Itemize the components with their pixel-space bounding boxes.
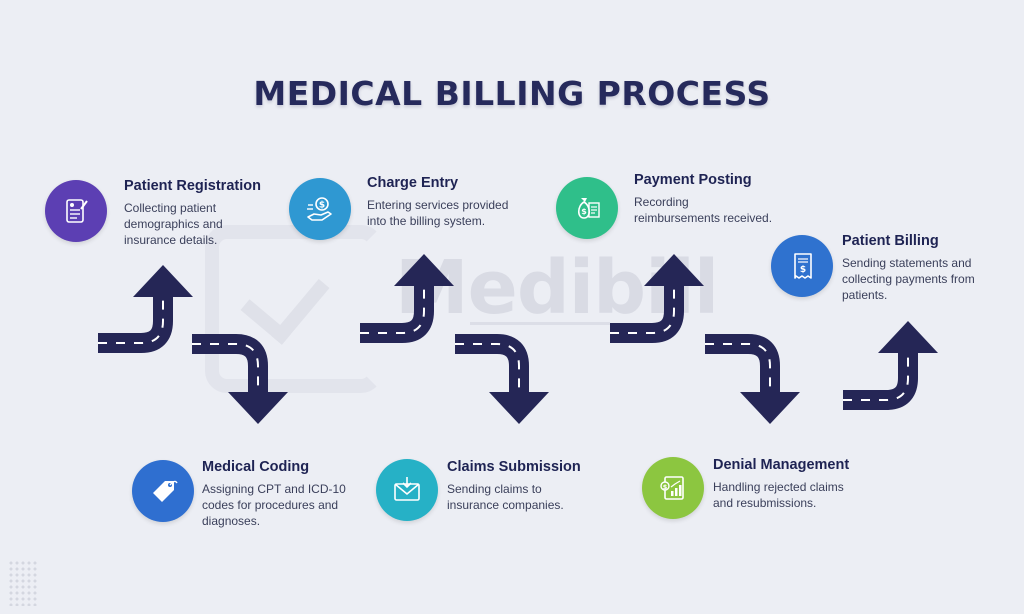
- step-1-title: Patient Registration: [124, 178, 261, 194]
- money-bag-icon: $: [577, 198, 600, 219]
- arrow-7-head: [878, 321, 938, 353]
- step-6-icon-circle: $: [642, 457, 704, 519]
- step-6-description: Handling rejected claims and resubmissio…: [713, 480, 844, 510]
- step-1-description: Collecting patient demographics and insu…: [124, 201, 223, 247]
- svg-text:$: $: [581, 207, 587, 216]
- arrow-2-body: [192, 334, 268, 394]
- arrow-4-lane-marking: [455, 343, 520, 394]
- arrow-3-lane-marking: [360, 284, 425, 334]
- svg-text:$: $: [800, 265, 806, 275]
- receipt-icon: $: [794, 253, 812, 279]
- arrow-4-body: [455, 334, 529, 394]
- arrow-1-head: [133, 265, 193, 297]
- step-4-title: Claims Submission: [447, 459, 581, 475]
- step-2-description: Assigning CPT and ICD-10 codes for proce…: [202, 482, 346, 528]
- arrow-5-body: [610, 284, 684, 343]
- step-2-title: Medical Coding: [202, 459, 310, 475]
- arrow-1-lane-marking: [98, 295, 164, 344]
- price-tag-icon: [153, 480, 178, 502]
- step-7-title: Patient Billing: [842, 233, 939, 249]
- step-5-icon-circle: $: [556, 177, 618, 239]
- step-3-description: Entering services provided into the bill…: [367, 198, 509, 228]
- arrow-3-body: [360, 284, 434, 343]
- envelope-icon: [394, 477, 420, 501]
- arrow-5-head: [644, 254, 704, 286]
- svg-text:$: $: [663, 483, 668, 491]
- chart-clipboard-icon: $: [660, 476, 684, 500]
- step-6-title: Denial Management: [713, 457, 850, 473]
- step-1-icon-circle: [45, 180, 107, 242]
- arrow-1-body: [98, 295, 173, 353]
- page-title: MEDICAL BILLING PROCESS: [253, 74, 771, 113]
- arrow-5-lane-marking: [610, 284, 675, 334]
- step-5-description: Recording reimbursements received.: [634, 195, 773, 225]
- clipboard-icon: [66, 199, 88, 223]
- step-5-title: Payment Posting: [634, 172, 752, 188]
- arrow-3-head: [394, 254, 454, 286]
- arrow-2-head: [228, 392, 288, 424]
- arrow-6-lane-marking: [705, 343, 771, 394]
- arrow-7-body: [843, 351, 918, 410]
- hand-coin-icon: $: [307, 197, 332, 221]
- arrow-6-head: [740, 392, 800, 424]
- step-7-description: Sending statements and collecting paymen…: [842, 256, 975, 302]
- step-3-title: Charge Entry: [367, 175, 459, 191]
- step-2-icon-circle: [132, 460, 194, 522]
- svg-text:$: $: [319, 201, 325, 211]
- step-4-icon-circle: [376, 459, 438, 521]
- arrow-7-lane-marking: [843, 351, 909, 401]
- step-4-description: Sending claims to insurance companies.: [447, 482, 564, 512]
- step-7-icon-circle: $: [771, 235, 833, 297]
- step-3-icon-circle: $: [289, 178, 351, 240]
- watermark-underline: [470, 322, 610, 335]
- arrow-2-lane-marking: [192, 343, 259, 394]
- arrow-6-body: [705, 334, 780, 394]
- arrow-4-head: [489, 392, 549, 424]
- decorative-dots: [8, 560, 38, 606]
